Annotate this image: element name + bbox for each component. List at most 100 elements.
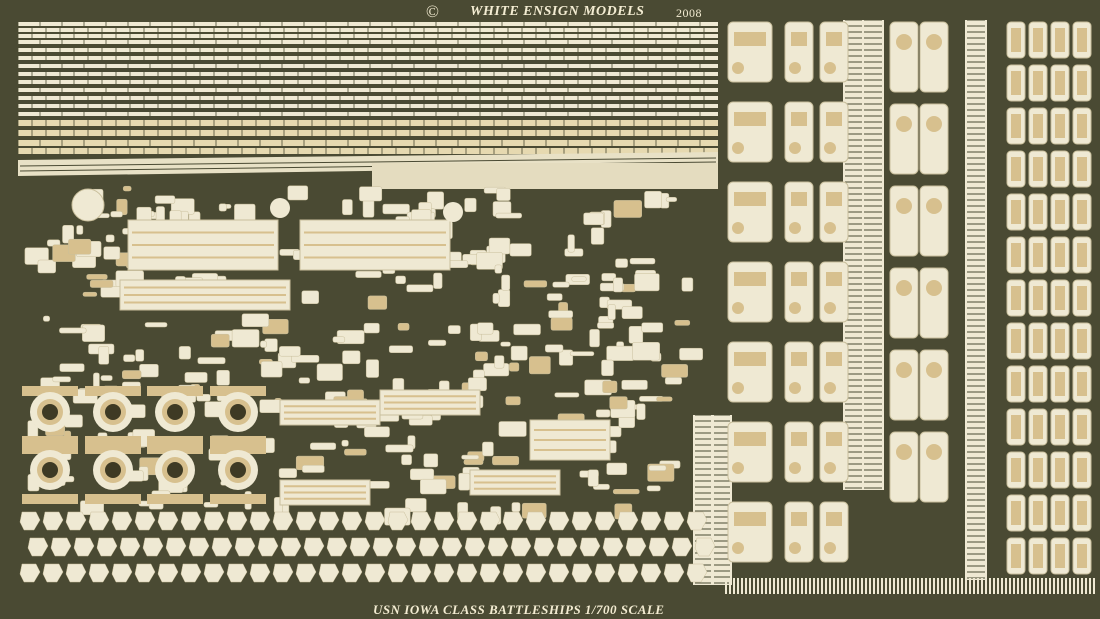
bracket-part <box>594 511 616 531</box>
small-part <box>241 313 269 327</box>
bracket-part <box>42 511 64 531</box>
column-part-hole <box>824 382 836 394</box>
comb-tooth <box>741 578 743 594</box>
grid-part-inset <box>1077 544 1087 568</box>
column-part <box>784 261 814 323</box>
comb-tooth <box>845 578 847 594</box>
comb-tooth <box>957 578 959 594</box>
grid-part-inset <box>1077 286 1087 310</box>
column-part-hole <box>926 280 942 296</box>
small-part <box>545 344 564 353</box>
small-part <box>648 465 667 471</box>
bracket-part <box>648 537 670 557</box>
grid-part-inset <box>1055 28 1065 52</box>
small-part <box>661 364 688 378</box>
comb-tooth <box>765 578 767 594</box>
bracket-part <box>364 511 386 531</box>
bracket-part <box>180 563 202 583</box>
column-part <box>889 431 919 503</box>
small-part <box>606 345 635 361</box>
column-part-hole <box>732 142 744 154</box>
bracket-part <box>694 537 716 557</box>
comb-tooth <box>953 578 955 594</box>
grid-part-inset <box>1033 71 1043 95</box>
small-part <box>615 258 628 268</box>
comb-tooth <box>893 578 895 594</box>
comb-tooth <box>757 578 759 594</box>
bracket-part <box>27 537 49 557</box>
comb-tooth <box>857 578 859 594</box>
comb-tooth <box>1065 578 1067 594</box>
bracket-part <box>318 511 340 531</box>
small-part <box>641 322 664 333</box>
comb-tooth <box>969 578 971 594</box>
column-part-hole <box>789 142 801 154</box>
ring-bar <box>147 494 203 504</box>
small-part <box>301 290 319 304</box>
comb-tooth <box>777 578 779 594</box>
railing-strip <box>18 22 718 26</box>
column-part-hole <box>789 542 801 554</box>
grid-part-inset <box>1077 243 1087 267</box>
column-part <box>819 421 849 483</box>
comb-tooth <box>913 578 915 594</box>
bottom-small-parts <box>19 511 1095 594</box>
comb-tooth <box>981 578 983 594</box>
comb-tooth <box>1085 578 1087 594</box>
bracket-part <box>88 511 110 531</box>
bracket-part <box>525 563 547 583</box>
column-part <box>784 101 814 163</box>
bracket-part <box>479 511 501 531</box>
column-part-hole <box>824 302 836 314</box>
small-part <box>144 322 168 328</box>
bracket-part <box>441 537 463 557</box>
ring-hole <box>42 404 58 420</box>
bracket-part <box>548 563 570 583</box>
small-part <box>679 347 703 361</box>
comb-tooth <box>833 578 835 594</box>
comb-tooth <box>801 578 803 594</box>
small-part <box>302 465 325 473</box>
comb-tooth <box>1001 578 1003 594</box>
comb-tooth <box>785 578 787 594</box>
grid-part-inset <box>1033 114 1043 138</box>
bracket-part <box>65 563 87 583</box>
small-part <box>628 326 644 344</box>
comb-tooth <box>1045 578 1047 594</box>
ladder-rail <box>843 20 865 490</box>
small-part <box>59 363 85 372</box>
comb-tooth <box>781 578 783 594</box>
grid-part-inset <box>1077 501 1087 525</box>
small-part <box>447 325 461 334</box>
column-part <box>727 261 773 323</box>
grid-part-inset <box>1033 286 1043 310</box>
bracket-part <box>594 563 616 583</box>
column-part-hole <box>732 542 744 554</box>
column-part-hole <box>824 462 836 474</box>
bracket-part <box>188 537 210 557</box>
small-disc <box>270 198 290 218</box>
bracket-part <box>157 563 179 583</box>
small-part <box>341 439 349 447</box>
comb-tooth <box>1009 578 1011 594</box>
small-part <box>110 211 123 218</box>
bracket-part <box>19 511 41 531</box>
small-disc <box>443 202 463 222</box>
ring-hole <box>230 404 246 420</box>
small-part <box>287 185 309 201</box>
bracket-part <box>418 537 440 557</box>
small-part <box>68 238 92 255</box>
small-part <box>310 442 337 450</box>
grid-part-inset <box>1055 415 1065 439</box>
comb-tooth <box>821 578 823 594</box>
grid-part-inset <box>1033 243 1043 267</box>
bracket-part <box>556 537 578 557</box>
column-part <box>919 103 949 175</box>
column-part <box>727 421 773 483</box>
comb-tooth <box>1057 578 1059 594</box>
bracket-part <box>180 511 202 531</box>
column-part-inset <box>734 512 766 526</box>
comb-tooth <box>809 578 811 594</box>
railing-strip <box>18 88 718 92</box>
column-part <box>727 501 773 563</box>
